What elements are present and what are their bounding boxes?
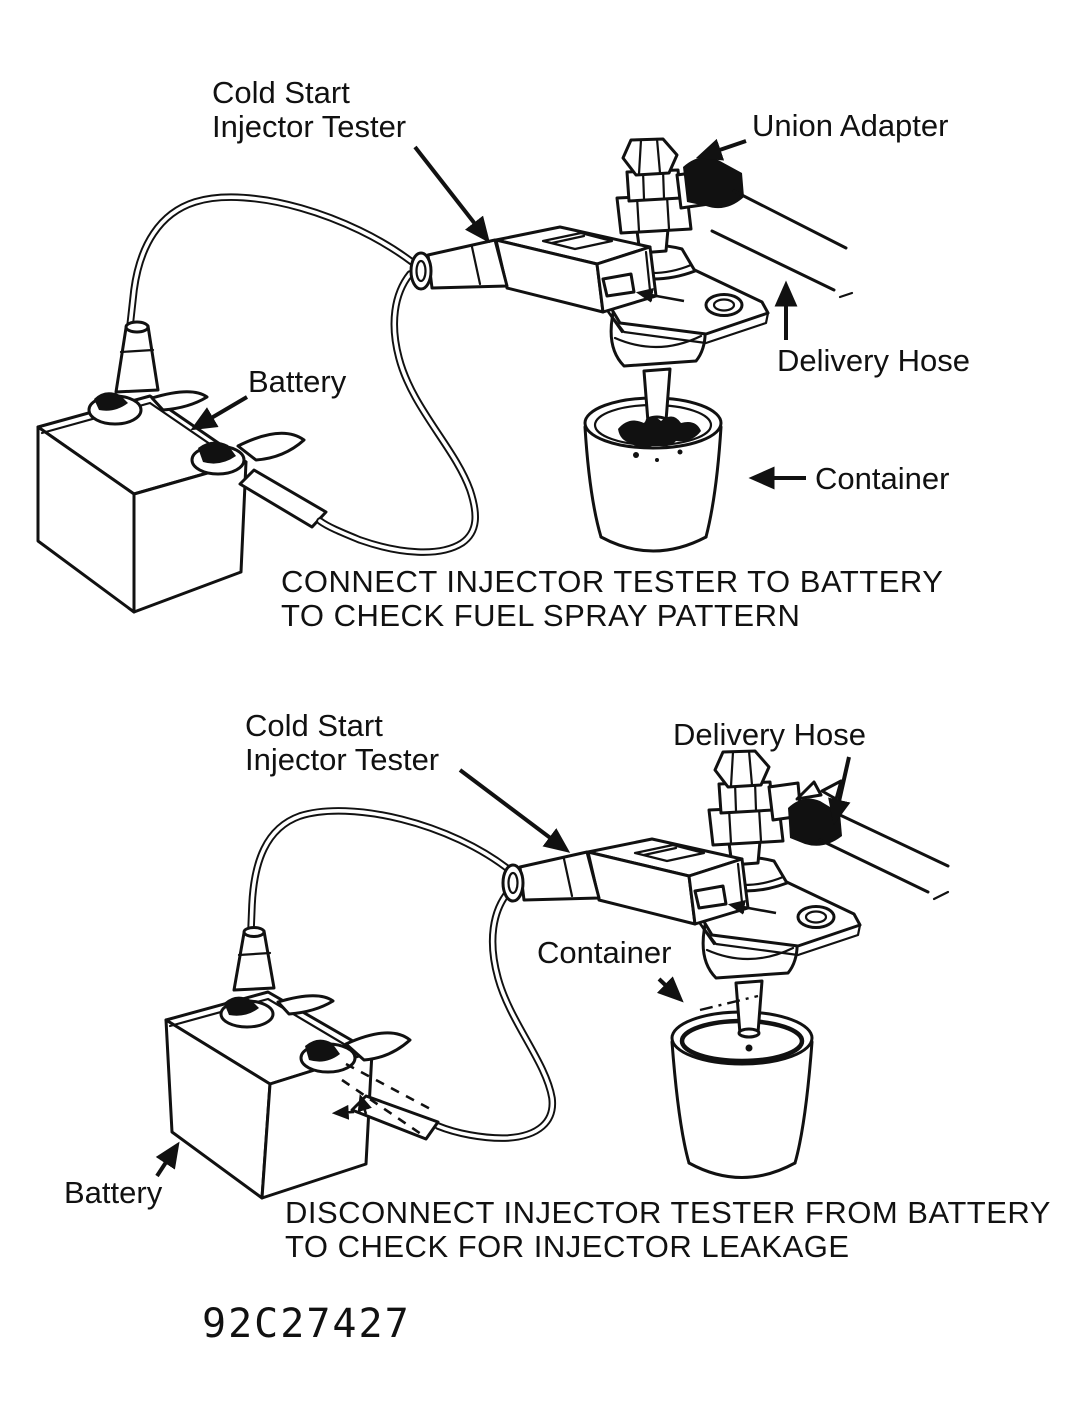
arrow-pull-off-up [357, 1093, 372, 1115]
label-union-adapter: Union Adapter [752, 108, 948, 143]
label-delivery-hose: Delivery Hose [777, 343, 970, 378]
label-battery: Battery [64, 1175, 163, 1210]
label-cold-start-line1: Cold Start [212, 75, 350, 110]
caption-bottom-line2: TO CHECK FOR INJECTOR LEAKAGE [285, 1229, 850, 1264]
battery-terminals [190, 431, 328, 529]
diagram-bottom: Cold Start Injector Tester Delivery Hose… [64, 708, 1051, 1264]
delivery-hose-lines [710, 189, 854, 299]
fuel-drip [699, 994, 759, 1052]
label-cold-start-line2: Injector Tester [212, 109, 406, 144]
arrow-pull-off-left [331, 1104, 355, 1120]
arrow-battery [190, 395, 249, 431]
label-container: Container [815, 461, 949, 496]
caption-top-line2: TO CHECK FUEL SPRAY PATTERN [281, 598, 800, 633]
label-delivery-hose: Delivery Hose [673, 717, 866, 752]
arrow-container [656, 976, 684, 1003]
label-container: Container [537, 935, 671, 970]
tester-leads [219, 807, 557, 1142]
arrow-delivery-hose [828, 756, 851, 826]
callouts-top: Cold Start Injector Tester Union Adapter… [190, 75, 970, 496]
figure-code: 92C27427 [202, 1301, 411, 1347]
arrow-union-adapter [695, 138, 747, 161]
battery [164, 990, 374, 1200]
caption-bottom-line1: DISCONNECT INJECTOR TESTER FROM BATTERY [285, 1195, 1051, 1230]
caption-top: CONNECT INJECTOR TESTER TO BATTERY TO CH… [281, 564, 943, 633]
battery [36, 394, 248, 614]
arrow-tester [458, 768, 571, 853]
caption-bottom: DISCONNECT INJECTOR TESTER FROM BATTERY … [285, 1195, 1051, 1264]
caption-top-line1: CONNECT INJECTOR TESTER TO BATTERY [281, 564, 943, 599]
delivery-hose-lines [818, 813, 950, 901]
fuel-spray [618, 416, 701, 462]
arrow-tester [413, 145, 490, 244]
battery-terminals [299, 1031, 412, 1074]
label-cold-start-line2: Injector Tester [245, 742, 439, 777]
arrow-battery [155, 1141, 180, 1178]
diagram-top: Cold Start Injector Tester Union Adapter… [36, 75, 970, 633]
tester-leads [87, 193, 479, 556]
label-cold-start-line1: Cold Start [245, 708, 383, 743]
label-battery: Battery [248, 364, 347, 399]
callouts-bottom: Cold Start Injector Tester Delivery Hose… [64, 708, 866, 1210]
union-adapter-clamp [683, 157, 744, 209]
